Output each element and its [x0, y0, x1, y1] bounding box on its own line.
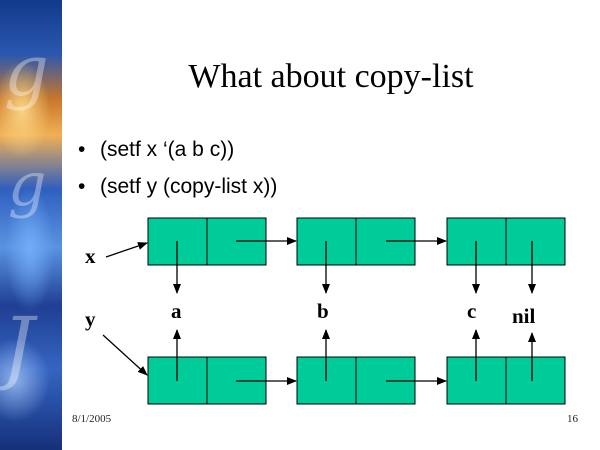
- var-label-y: y: [85, 307, 96, 331]
- x-list: [147, 217, 566, 266]
- value-label-b: b: [317, 299, 329, 323]
- pointer-arrows: [102, 237, 536, 385]
- bullet-item: • (setf x ‘(a b c)): [78, 137, 277, 174]
- bullet-item: • (setf y (copy-list x)): [78, 174, 277, 211]
- x-pointer-arrow: [105, 242, 148, 258]
- footer-date: 8/1/2005: [72, 413, 112, 425]
- cons-cell-cdr: [505, 217, 566, 266]
- bullet-list: • (setf x ‘(a b c)) • (setf y (copy-list x…: [78, 137, 277, 211]
- slide-title: What about copy-list: [188, 58, 474, 95]
- y-pointer-arrow: [102, 334, 148, 376]
- bullet-dot: •: [78, 175, 86, 198]
- bullet-dot: •: [78, 138, 86, 161]
- swirl-decoration: g: [8, 150, 47, 220]
- value-label-a: a: [171, 299, 182, 323]
- cons-cell-cdr: [505, 356, 566, 405]
- y-list: [147, 356, 566, 405]
- nil-label: nil: [512, 304, 536, 328]
- bullet-text: (setf x ‘(a b c)): [100, 138, 235, 161]
- swirl-decoration: g: [4, 30, 49, 112]
- decorative-side-strip: g g J: [0, 0, 62, 450]
- bullet-text: (setf y (copy-list x)): [100, 175, 278, 198]
- page-number: 16: [567, 413, 578, 425]
- var-label-x: x: [85, 244, 96, 268]
- value-label-c: c: [467, 299, 476, 323]
- swirl-decoration: J: [2, 300, 35, 393]
